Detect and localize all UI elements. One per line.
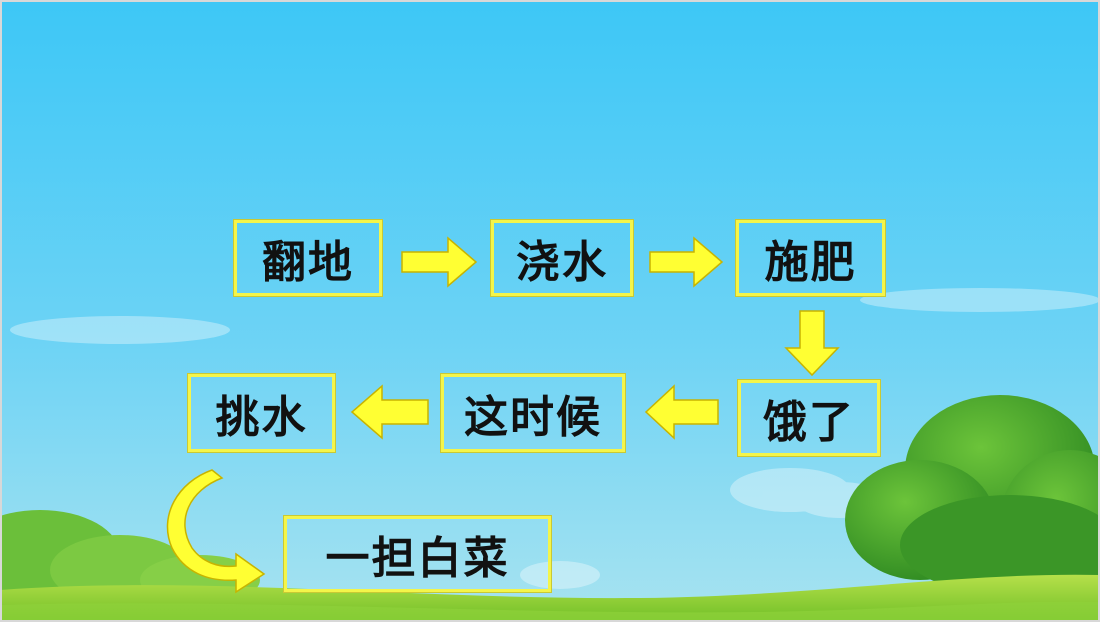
arrow-down-icon xyxy=(784,310,840,377)
step-label: 饿了 xyxy=(763,397,855,448)
step-label: 翻地 xyxy=(262,237,354,288)
arrow-left-icon xyxy=(350,384,429,440)
step-box-ele: 饿了 xyxy=(737,379,881,457)
trees-right xyxy=(845,395,1100,595)
step-label: 挑水 xyxy=(215,392,308,443)
step-box-zheshihou: 这时候 xyxy=(440,373,626,453)
arrow-right-icon xyxy=(649,236,724,288)
step-box-jiaoshui: 浇水 xyxy=(490,219,634,297)
step-label: 这时候 xyxy=(464,392,602,443)
curved-arrow-icon xyxy=(166,469,266,594)
step-box-baicai: 一担白菜 xyxy=(283,515,552,593)
arrow-right-icon xyxy=(401,236,478,288)
step-label: 施肥 xyxy=(764,237,857,288)
clouds xyxy=(10,288,1100,589)
step-label: 一担白菜 xyxy=(325,533,510,584)
step-label: 浇水 xyxy=(516,237,608,288)
arrow-left-icon xyxy=(644,384,719,440)
step-box-fandi: 翻地 xyxy=(233,219,383,297)
step-box-tiaoshui: 挑水 xyxy=(187,373,336,453)
step-box-shifei: 施肥 xyxy=(735,219,886,297)
